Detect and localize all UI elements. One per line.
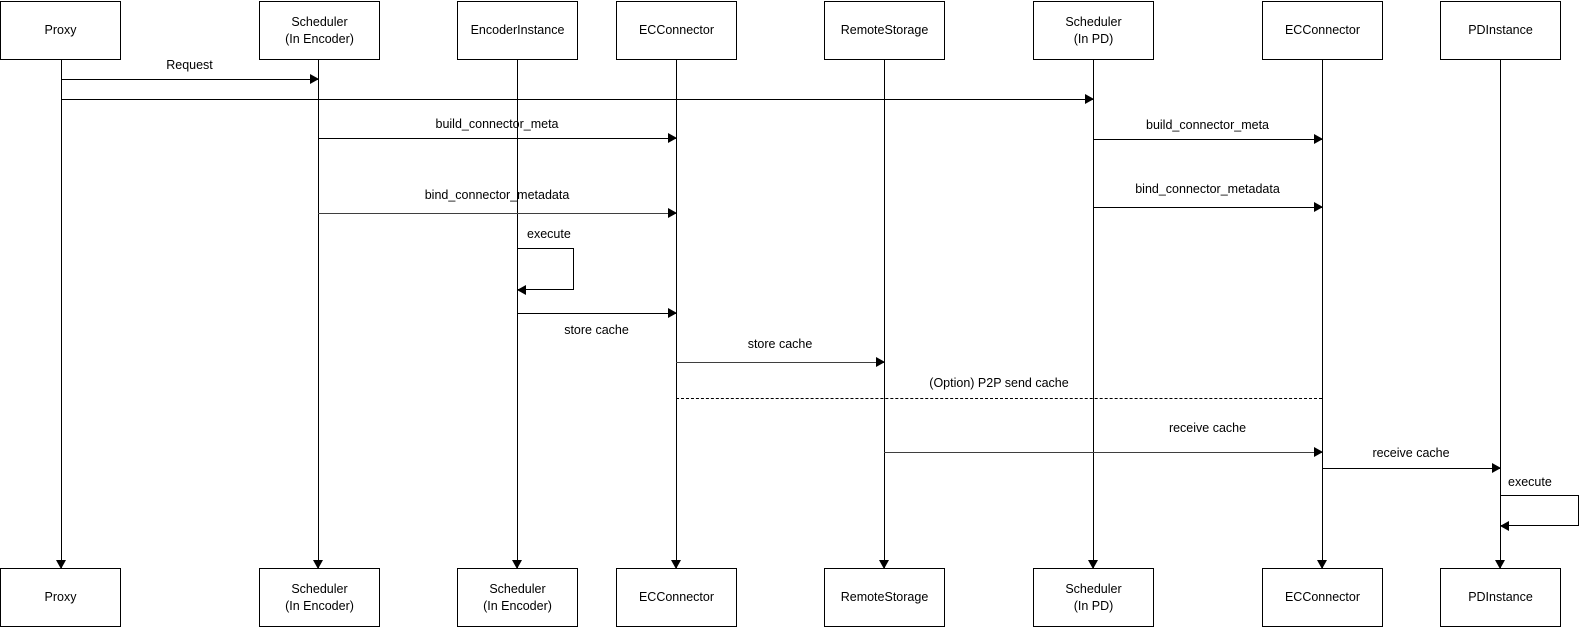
lifeline-proxy [61, 60, 62, 568]
participant-box-proxy-bottom[interactable]: Proxy [0, 568, 121, 627]
participant-label-line1: Proxy [44, 23, 77, 38]
participant-label-line1: Scheduler [1065, 14, 1122, 29]
participant-label-line2: (In PD) [1073, 31, 1114, 46]
message-line-receive-cache-remote-to-ecc [884, 452, 1322, 453]
participant-box-pd-instance-bottom[interactable]: PDInstance [1440, 568, 1561, 627]
participant-box-remote-storage-bottom[interactable]: RemoteStorage [824, 568, 945, 627]
participant-label-line1: ECConnector [1284, 590, 1361, 605]
self-loop-execute-encoder-instance [517, 248, 574, 290]
participant-label-line2: (In PD) [1073, 598, 1114, 613]
message-line-bind-connector-metadata-left [318, 213, 676, 214]
arrowhead-lifeline-end-pd-instance [1495, 560, 1505, 569]
participant-label-line2: (In Encoder) [285, 31, 354, 46]
participant-label-line2: (In Encoder) [483, 598, 552, 613]
message-label-build-connector-meta-right: build_connector_meta [1146, 118, 1269, 132]
arrowhead-execute-encoder-instance [517, 285, 526, 295]
participant-box-ecconnector-right-top[interactable]: ECConnector [1262, 1, 1383, 60]
participant-label-line1: PDInstance [1468, 23, 1533, 38]
arrowhead-bind-connector-metadata-right [1314, 202, 1323, 212]
arrowhead-bind-connector-metadata-left [668, 208, 677, 218]
participant-label-line1: Proxy [44, 590, 77, 605]
participant-box-scheduler-in-encoder-bottom[interactable]: Scheduler (In Encoder) [259, 568, 380, 627]
participant-box-scheduler-in-pd-top[interactable]: Scheduler (In PD) [1033, 1, 1154, 60]
message-label-receive-cache-ecc-to-pd: receive cache [1372, 446, 1450, 460]
message-label-bind-connector-metadata-right: bind_connector_metadata [1135, 182, 1280, 196]
arrowhead-proxy-to-scheduler-pd [1085, 94, 1094, 104]
arrowhead-lifeline-end-proxy [56, 560, 66, 569]
participant-label-line1: Scheduler [1065, 581, 1122, 596]
participant-label-line1: Scheduler [291, 581, 348, 596]
message-line-store-cache-ecc-to-remote [676, 362, 884, 363]
arrowhead-lifeline-end-ecconnector-right [1317, 560, 1327, 569]
participant-box-encoder-instance-top[interactable]: EncoderInstance [457, 1, 578, 60]
participant-box-ecconnector-right-bottom[interactable]: ECConnector [1262, 568, 1383, 627]
lifeline-scheduler-in-encoder [318, 60, 319, 568]
participant-label-line1: PDInstance [1468, 590, 1533, 605]
participant-box-pd-instance-top[interactable]: PDInstance [1440, 1, 1561, 60]
participant-label-line2: (In Encoder) [285, 598, 354, 613]
self-loop-execute-pd-instance [1500, 495, 1579, 526]
participant-box-remote-storage-top[interactable]: RemoteStorage [824, 1, 945, 60]
arrowhead-receive-cache-ecc-to-pd [1492, 463, 1501, 473]
participant-label-line1: ECConnector [638, 23, 715, 38]
message-label-store-cache-ecc-to-remote: store cache [747, 337, 813, 351]
participant-label-line1: EncoderInstance [470, 23, 565, 38]
arrowhead-receive-cache-remote-to-ecc [1314, 447, 1323, 457]
message-line-receive-cache-ecc-to-pd [1322, 468, 1500, 469]
message-label-receive-cache-remote-to-ecc: receive cache [1168, 421, 1247, 435]
participant-box-ecconnector-left-top[interactable]: ECConnector [616, 1, 737, 60]
arrowhead-lifeline-end-scheduler-in-encoder [313, 560, 323, 569]
participant-label-line1: Scheduler [489, 581, 546, 596]
message-label-store-cache-encoder-to-ecc: store cache [564, 323, 629, 337]
message-label-build-connector-meta-left: build_connector_meta [435, 117, 559, 131]
participant-label-line1: RemoteStorage [840, 23, 929, 38]
arrowhead-store-cache-encoder-to-ecc [668, 308, 677, 318]
lifeline-encoder-instance [517, 60, 518, 568]
message-line-store-cache-encoder-to-ecc [517, 313, 676, 314]
arrowhead-execute-pd-instance [1500, 521, 1509, 531]
arrowhead-request [310, 74, 319, 84]
lifeline-pd-instance [1500, 60, 1501, 568]
message-label-bind-connector-metadata-left: bind_connector_metadata [424, 188, 570, 202]
message-label-execute-pd-instance: execute [1508, 475, 1552, 489]
message-line-p2p-send-cache [676, 398, 1322, 399]
participant-box-scheduler-in-pd-bottom[interactable]: Scheduler (In PD) [1033, 568, 1154, 627]
arrowhead-build-connector-meta-right [1314, 134, 1323, 144]
participant-label-line1: Scheduler [291, 14, 348, 29]
arrowhead-lifeline-end-ecconnector-left [671, 560, 681, 569]
participant-label-line1: ECConnector [638, 590, 715, 605]
message-line-proxy-to-scheduler-pd [61, 99, 1093, 100]
participant-label-line1: ECConnector [1284, 23, 1361, 38]
lifeline-scheduler-in-pd [1093, 60, 1094, 568]
arrowhead-lifeline-end-remote-storage [879, 560, 889, 569]
participant-box-encoder-instance-bottom[interactable]: Scheduler (In Encoder) [457, 568, 578, 627]
arrowhead-store-cache-ecc-to-remote [876, 357, 885, 367]
participant-label-line1: RemoteStorage [840, 590, 929, 605]
arrowhead-build-connector-meta-left [668, 133, 677, 143]
arrowhead-lifeline-end-encoder-instance [512, 560, 522, 569]
message-label-request: Request [166, 58, 213, 72]
lifeline-ecconnector-right [1322, 60, 1323, 568]
message-line-request [61, 79, 318, 80]
participant-box-scheduler-in-encoder-top[interactable]: Scheduler (In Encoder) [259, 1, 380, 60]
message-label-p2p-send-cache: (Option) P2P send cache [929, 376, 1069, 390]
lifeline-remote-storage [884, 60, 885, 568]
message-label-execute-encoder-instance: execute [527, 227, 571, 241]
arrowhead-lifeline-end-scheduler-in-pd [1088, 560, 1098, 569]
message-line-build-connector-meta-left [318, 138, 676, 139]
participant-box-ecconnector-left-bottom[interactable]: ECConnector [616, 568, 737, 627]
message-line-bind-connector-metadata-right [1093, 207, 1322, 208]
participant-box-proxy-top[interactable]: Proxy [0, 1, 121, 60]
message-line-build-connector-meta-right [1093, 139, 1322, 140]
